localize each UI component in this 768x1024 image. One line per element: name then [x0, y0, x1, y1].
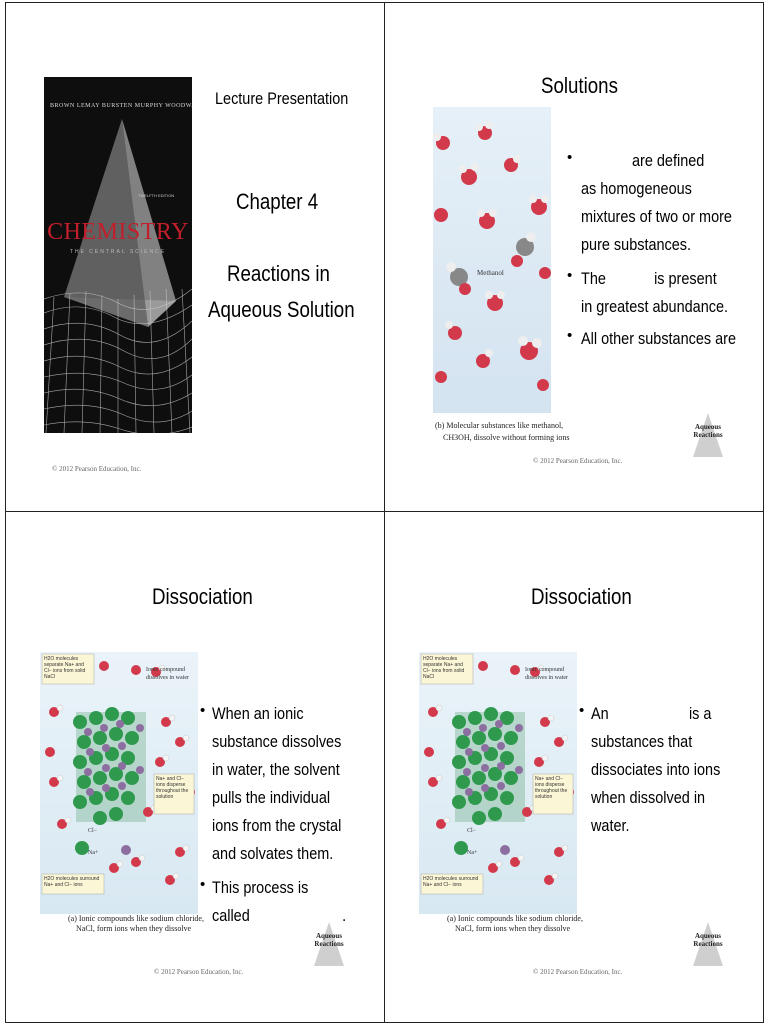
book-cover-image: BROWN LEMAY BURSTEN MURPHY WOODWARD TWEL…: [44, 77, 192, 433]
topic-line-2: Aqueous Solution: [208, 297, 355, 322]
cover-pyramid-graphic: [44, 119, 192, 433]
figure-caption-2: NaCl, form ions when they dissolve: [76, 924, 192, 933]
ion-label-na: Na+: [88, 850, 99, 856]
book-subtitle: THE CENTRAL SCIENCE: [69, 249, 167, 255]
bullet-1-line-5: water.: [591, 816, 630, 835]
book-title: CHEMISTRY: [47, 219, 189, 245]
bullet-3-line-1: All other substances are: [581, 329, 737, 348]
bullet-1-line-5: ions from the crystal: [212, 816, 342, 835]
nacl-crystal-graphic: [420, 653, 574, 895]
copyright: © 2012 Pearson Education, Inc.: [52, 465, 142, 473]
copyright: © 2012 Pearson Education, Inc.: [154, 968, 244, 976]
figure-caption-2: NaCl, form ions when they dissolve: [455, 924, 571, 933]
bullet-1-line-1: An is a: [591, 704, 712, 723]
figure-caption-2: CH3OH, dissolve without forming ions: [443, 433, 570, 442]
bullet-2-line-1: This process is: [212, 878, 309, 897]
bullet-2-line-2: in greatest abundance.: [581, 297, 729, 316]
bullet-icon: •: [567, 327, 573, 344]
bullet-2-line-2: called .: [212, 906, 347, 925]
bullet-2: The is present in greatest abundance.: [581, 265, 728, 321]
slide-dissociation-electrolyte: Dissociation: [384, 511, 764, 1023]
bullet-1-line-4: when dissolved in: [591, 788, 706, 807]
figure-label-methanol: Methanol: [477, 269, 504, 277]
bullet-1-line-4: pulls the individual: [212, 788, 331, 807]
figure-label-surround: H2O molecules surround Na+ and Cl− ions: [44, 876, 100, 888]
logo-triangle-icon: [693, 413, 723, 457]
bullet-icon: •: [567, 267, 573, 284]
slide-title: Solutions: [541, 73, 618, 98]
bullet-icon: •: [567, 149, 573, 166]
slide-solutions: Solutions Methanol: [384, 2, 764, 512]
bullet-2: This process is called .: [212, 874, 346, 930]
nacl-crystal-graphic: [41, 653, 195, 895]
chapter-heading: Chapter 4: [236, 189, 319, 214]
slide-title: BROWN LEMAY BURSTEN MURPHY WOODWARD TWEL…: [5, 2, 385, 512]
figure-label-disperse: Na+ and Cl− ions disperse throughout the…: [156, 776, 189, 800]
slide-title: Dissociation: [152, 584, 253, 609]
figure-label-ionic: Ionic compound dissolves in water: [525, 667, 568, 681]
nacl-dissolution-figure: H2O molecules separate Na+ and Cl− ions …: [40, 652, 198, 914]
bullet-icon: •: [200, 702, 206, 719]
slide-dissociation-process: Dissociation: [5, 511, 385, 1023]
methanol-water-figure: Methanol: [433, 107, 551, 413]
ion-label-cl: Cl−: [467, 828, 477, 834]
figure-caption-1: (a) Ionic compounds like sodium chloride…: [68, 914, 204, 923]
figure-caption-1: (a) Ionic compounds like sodium chloride…: [447, 914, 583, 923]
bullet-1-line-2: substances that: [591, 732, 693, 751]
topic-line-1: Reactions in: [227, 261, 330, 286]
bullet-1-line-3: mixtures of two or more: [581, 207, 732, 226]
bullet-1-line-2: substance dissolves: [212, 732, 342, 751]
bullet-2-line-1: The is present: [581, 269, 717, 288]
bullet-1-line-3: in water, the solvent: [212, 760, 340, 779]
bullet-1-line-3: dissociates into ions: [591, 760, 721, 779]
slide-header: Lecture Presentation: [215, 89, 349, 108]
bullet-1: are defined as homogeneous mixtures of t…: [581, 147, 732, 259]
bullet-1-line-6: and solvates them.: [212, 844, 334, 863]
figure-label-ionic: Ionic compound dissolves in water: [146, 667, 189, 681]
bullet-1: When an ionic substance dissolves in wat…: [212, 700, 341, 868]
bullet-icon: •: [579, 702, 585, 719]
figure-label-separate: H2O molecules separate Na+ and Cl− ions …: [423, 656, 465, 680]
nacl-dissolution-figure: H2O molecules separate Na+ and Cl− ions …: [419, 652, 577, 914]
copyright: © 2012 Pearson Education, Inc.: [533, 968, 623, 976]
book-authors: BROWN LEMAY BURSTEN MURPHY WOODWARD: [50, 103, 192, 109]
bullet-1: An is a substances that dissociates into…: [591, 700, 720, 840]
slide-title: Dissociation: [531, 584, 632, 609]
figure-label-surround: H2O molecules surround Na+ and Cl− ions: [423, 876, 479, 888]
bullet-1-line-2: as homogeneous: [581, 179, 692, 198]
figure-label-disperse: Na+ and Cl− ions disperse throughout the…: [535, 776, 568, 800]
ion-label-na: Na+: [467, 850, 478, 856]
copyright: © 2012 Pearson Education, Inc.: [533, 457, 623, 465]
logo-triangle-icon: [314, 922, 344, 966]
ion-label-cl: Cl−: [88, 828, 98, 834]
bullet-1-line-1: When an ionic: [212, 704, 304, 723]
book-edition: TWELFTH EDITION: [138, 193, 175, 198]
bullet-icon: •: [200, 876, 206, 893]
bullet-1-line-4: pure substances.: [581, 235, 692, 254]
water-molecules-graphic: Methanol: [433, 121, 551, 391]
bullet-1-line-1: are defined: [632, 151, 705, 170]
logo-triangle-icon: [693, 922, 723, 966]
figure-label-separate: H2O molecules separate Na+ and Cl− ions …: [44, 656, 86, 680]
bullet-3: All other substances are: [581, 325, 736, 353]
figure-caption-1: (b) Molecular substances like methanol,: [435, 421, 564, 430]
